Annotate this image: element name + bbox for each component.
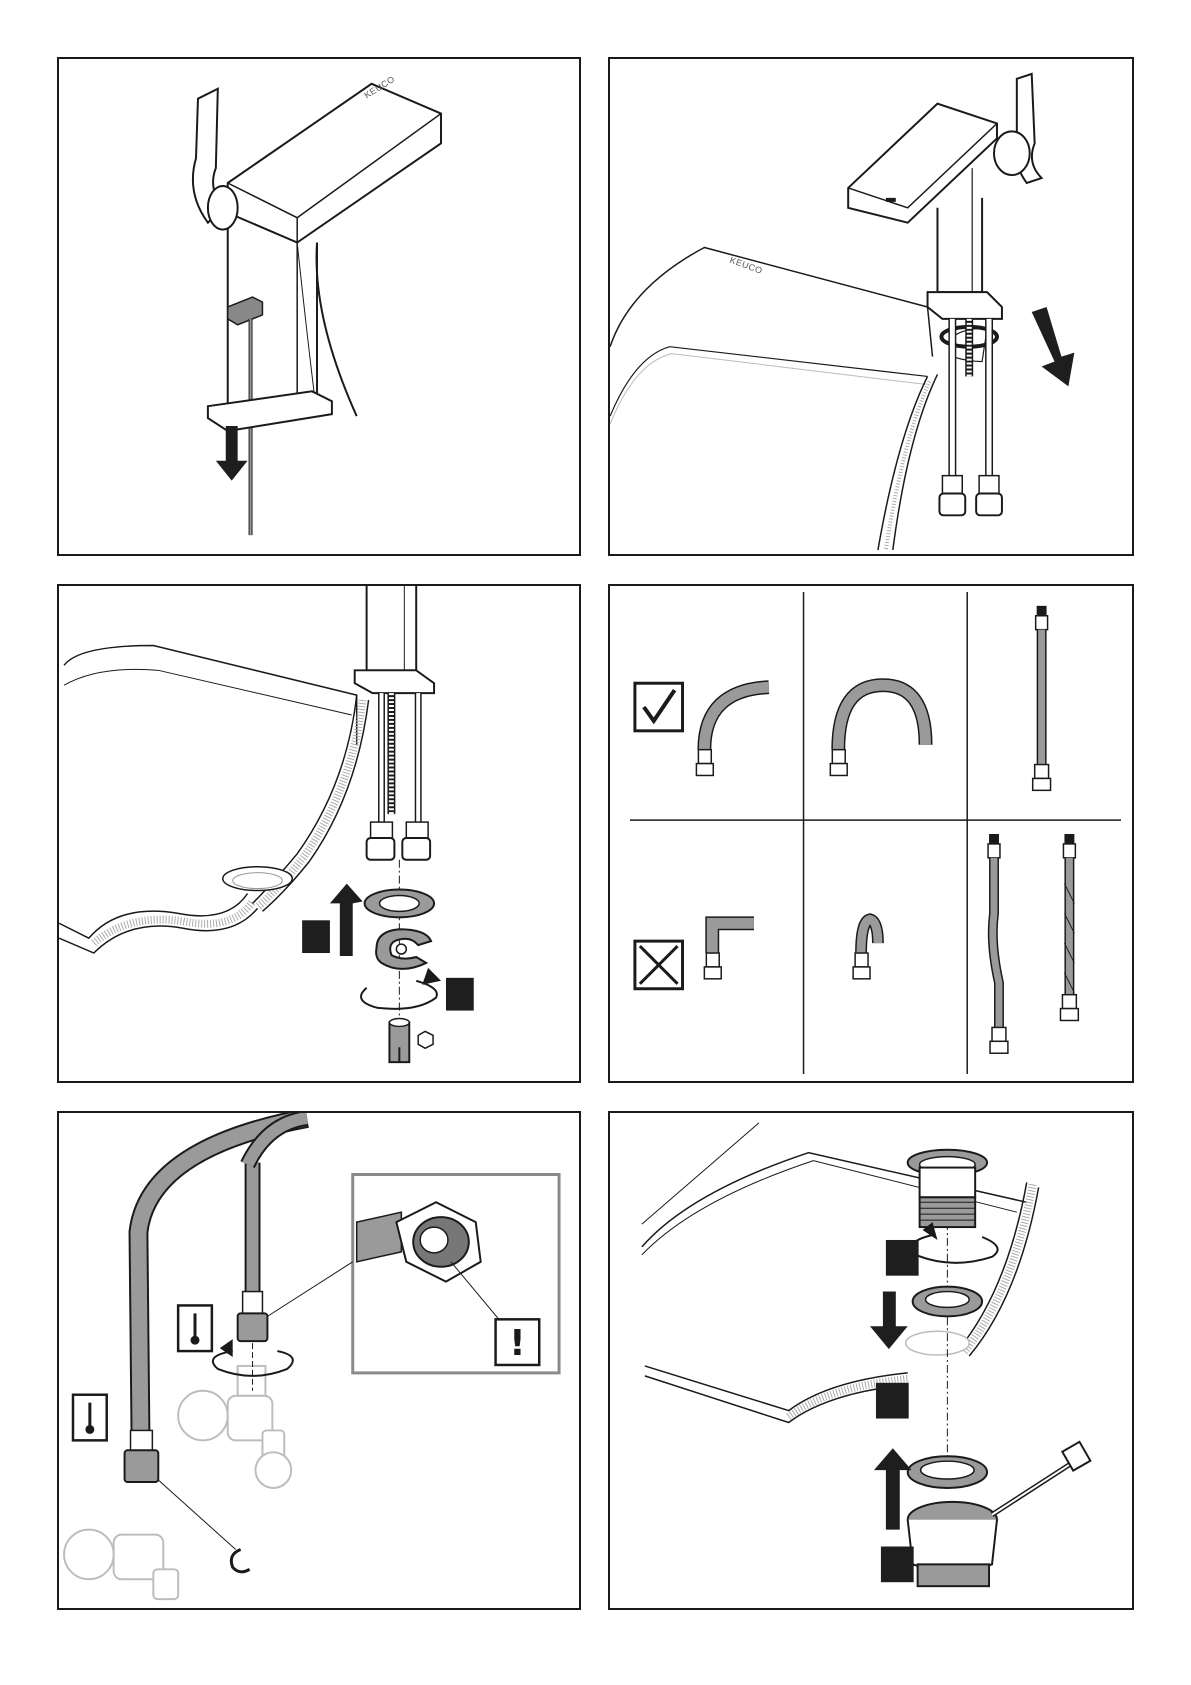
panel-step-2: KEUCO <box>608 57 1134 556</box>
step-marker <box>881 1546 914 1582</box>
fastening-illustration <box>59 586 579 1081</box>
step-marker <box>876 1383 909 1419</box>
panel-step-4 <box>608 584 1134 1083</box>
basin-outline <box>610 247 932 356</box>
panel-step-1: KEUCO <box>57 57 581 556</box>
tap-mounting-illustration: KEUCO <box>610 59 1132 554</box>
step-marker <box>886 1240 919 1276</box>
hose-connection-illustration: ! <box>59 1113 579 1608</box>
panel-step-6 <box>608 1111 1134 1610</box>
panel-step-3 <box>57 584 581 1083</box>
down-arrow <box>870 1292 908 1350</box>
waste-valve-illustration <box>610 1113 1132 1608</box>
hose-bending-guide <box>610 586 1132 1081</box>
down-arrow <box>1032 307 1075 386</box>
tap-body <box>848 104 997 223</box>
tap-pull-rod-illustration: KEUCO <box>59 59 579 554</box>
up-arrow <box>874 1448 912 1529</box>
step-marker <box>302 920 330 953</box>
up-arrow <box>330 884 363 956</box>
tap-body <box>228 84 441 243</box>
step-marker <box>446 978 474 1011</box>
pull-rod-knob <box>228 297 263 325</box>
rotate-arrow <box>912 1235 998 1263</box>
warning-symbol: ! <box>509 1323 525 1364</box>
base-plate <box>208 391 332 431</box>
hex-icon <box>418 1031 433 1048</box>
basin-outline <box>64 646 357 745</box>
down-arrow <box>216 426 248 481</box>
panel-step-5: ! <box>57 1111 581 1610</box>
check-icon <box>635 683 683 731</box>
